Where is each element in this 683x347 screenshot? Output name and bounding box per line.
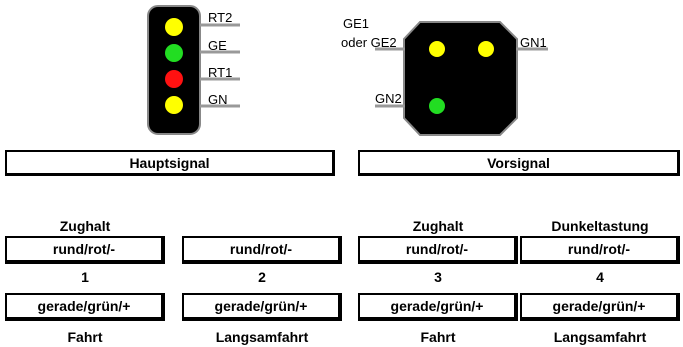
bottom-label-4: Langsamfahrt (553, 329, 647, 345)
lamp-rt1 (165, 70, 183, 88)
label-gn: GN (208, 92, 228, 107)
hauptsignal-title: Hauptsignal (129, 154, 210, 171)
stop-button-1[interactable]: rund/rot/- (5, 236, 165, 264)
vorsignal-title: Vorsignal (487, 154, 550, 171)
label-gn2: GN2 (375, 91, 402, 106)
lamp-ge1-ge2 (429, 41, 445, 57)
bottom-label-2: Langsamfahrt (215, 329, 309, 345)
go-button-3[interactable]: gerade/grün/+ (358, 293, 518, 321)
stop-button-4[interactable]: rund/rot/- (520, 236, 680, 264)
go-button-2[interactable]: gerade/grün/+ (182, 293, 342, 321)
label-rt2: RT2 (208, 10, 232, 25)
label-rt1: RT1 (208, 65, 232, 80)
section-vorsignal: Vorsignal (358, 150, 680, 176)
top-label-4: Dunkeltastung (551, 218, 649, 234)
go-button-1[interactable]: gerade/grün/+ (5, 293, 165, 321)
section-hauptsignal: Hauptsignal (5, 150, 335, 176)
go-button-4[interactable]: gerade/grün/+ (520, 293, 680, 321)
hauptsignal-graphic: RT2 GE RT1 GN (147, 5, 240, 135)
lamp-gn2 (429, 98, 445, 114)
lamp-gn1 (478, 41, 494, 57)
vorsignal-body (403, 21, 518, 136)
signal-number-1: 1 (81, 269, 89, 285)
bottom-label-1: Fahrt (67, 329, 103, 345)
vorsignal-graphic: GE1 oder GE2 GN1 GN2 (341, 16, 548, 136)
signal-number-4: 4 (596, 269, 604, 285)
label-ge: GE (208, 38, 227, 53)
signal-diagram: RT2 GE RT1 GN GE1 oder GE2 GN1 GN2 (147, 5, 548, 136)
label-ge2: oder GE2 (341, 35, 397, 50)
lamp-ge (165, 44, 183, 62)
label-gn1: GN1 (520, 35, 547, 50)
stop-button-3[interactable]: rund/rot/- (358, 236, 518, 264)
signal-number-3: 3 (434, 269, 442, 285)
top-label-3: Zughalt (412, 218, 464, 234)
bottom-label-3: Fahrt (420, 329, 456, 345)
stop-button-2[interactable]: rund/rot/- (182, 236, 342, 264)
signal-number-2: 2 (258, 269, 266, 285)
label-ge1: GE1 (343, 16, 369, 31)
lamp-gn (165, 96, 183, 114)
lamp-rt2 (165, 18, 183, 36)
top-label-1: Zughalt (59, 218, 111, 234)
